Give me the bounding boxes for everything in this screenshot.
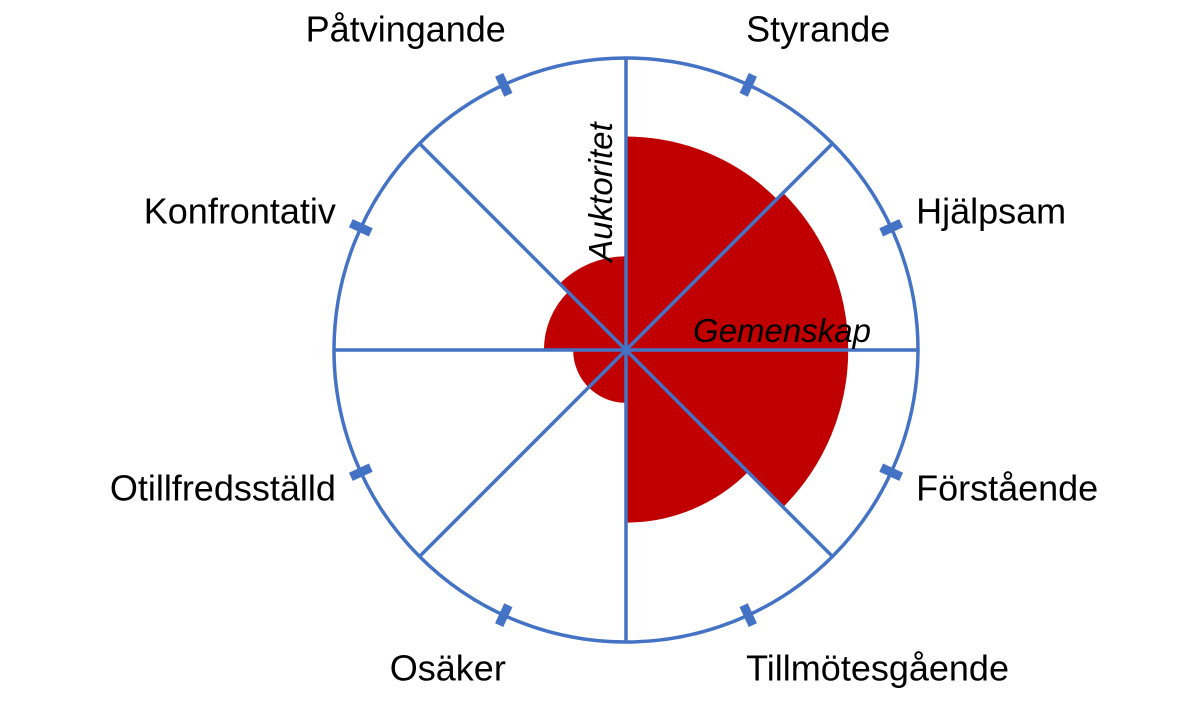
sector-patvingande <box>559 256 627 351</box>
axis-label-vertical: Auktoritet <box>582 120 619 263</box>
sector-forstaende <box>625 349 849 508</box>
label-forstaende: Förstående <box>916 468 1098 509</box>
ticks-layer <box>348 72 904 628</box>
label-hjalpsam: Hjälpsam <box>916 190 1066 231</box>
tick-mark <box>495 72 513 97</box>
sector-hjalpsam <box>625 192 849 351</box>
tick-mark <box>348 219 373 237</box>
sectors-layer <box>543 136 849 523</box>
spoke-line <box>624 348 834 558</box>
label-osaker: Osäker <box>390 648 506 689</box>
label-tillmotesgaende: Tillmötesgående <box>746 648 1009 689</box>
axis-label-horizontal: Gemenskap <box>693 312 871 349</box>
tick-mark <box>739 603 757 628</box>
labels-layer: StyrandeHjälpsamFörståendeTillmötesgåend… <box>110 8 1098 688</box>
spoke-line <box>418 142 628 352</box>
label-styrande: Styrande <box>746 8 890 49</box>
sector-tillmotesgaende <box>625 349 749 523</box>
sector-styrande <box>625 136 778 351</box>
spokes-layer <box>334 58 918 642</box>
spoke-line <box>418 348 628 558</box>
tick-mark <box>879 219 904 237</box>
tick-mark <box>879 463 904 481</box>
label-otillfredsstalld: Otillfredsställd <box>110 468 336 509</box>
spoke-line <box>624 142 834 352</box>
tick-mark <box>495 603 513 628</box>
label-konfrontativ: Konfrontativ <box>144 190 336 231</box>
tick-mark <box>739 72 757 97</box>
label-patvingande: Påtvingande <box>306 8 506 49</box>
tick-mark <box>348 463 373 481</box>
